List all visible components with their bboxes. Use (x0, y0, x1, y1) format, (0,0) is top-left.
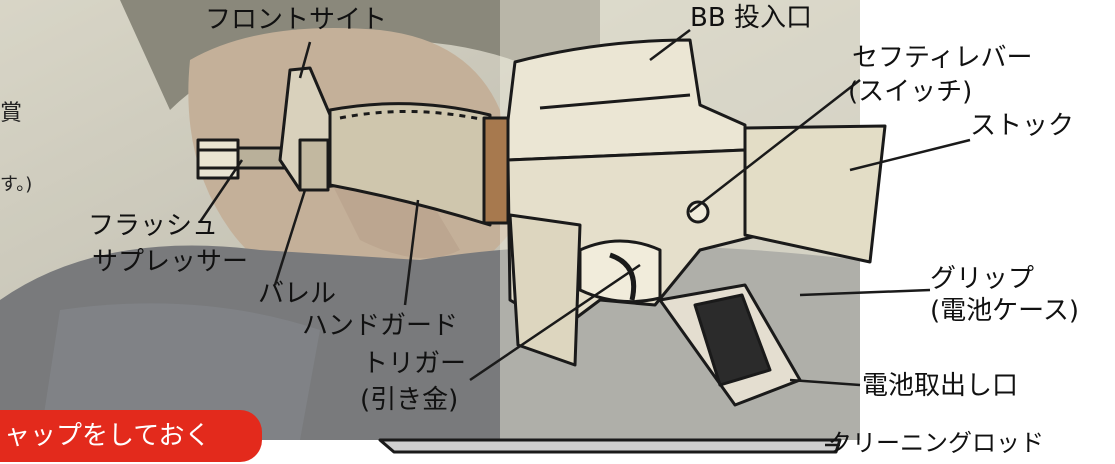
label-handguard: ハンドガード (302, 311, 459, 341)
delta-ring-shape (482, 116, 510, 225)
flash-suppressor-shape (196, 138, 240, 180)
label-battery-outlet: 電池取出し口 (862, 371, 1019, 401)
label-cleaning-rod: クリーニングロッド (828, 429, 1044, 457)
handguard-shape (328, 102, 492, 227)
safety-shape (686, 200, 710, 224)
label-grip: グリップ (930, 264, 1035, 294)
left-fragment-middle: す。) (0, 174, 33, 195)
cleaning-rod-shape (378, 438, 842, 454)
label-flash-suppressor-1: フラッシュ (88, 211, 219, 241)
label-trigger-sub: (引き金) (360, 385, 459, 415)
label-stock: ストック (970, 111, 1075, 141)
left-fragment-top: 賞 (0, 101, 23, 126)
label-safety-lever: セフティレバー (852, 43, 1033, 73)
label-flash-suppressor-2: サプレッサー (92, 247, 249, 277)
magazine-shape (508, 213, 582, 367)
label-trigger: トリガー (362, 349, 467, 379)
cap-banner: ャップをしておく (0, 410, 262, 462)
label-front-sight: フロントサイト (205, 5, 388, 35)
stock-shape (743, 124, 887, 264)
label-bb-inlet: BB 投入口 (690, 3, 812, 33)
label-barrel: バレル (258, 279, 337, 309)
label-safety-lever-sub: (スイッチ) (848, 77, 973, 107)
label-grip-sub: (電池ケース) (930, 296, 1079, 326)
